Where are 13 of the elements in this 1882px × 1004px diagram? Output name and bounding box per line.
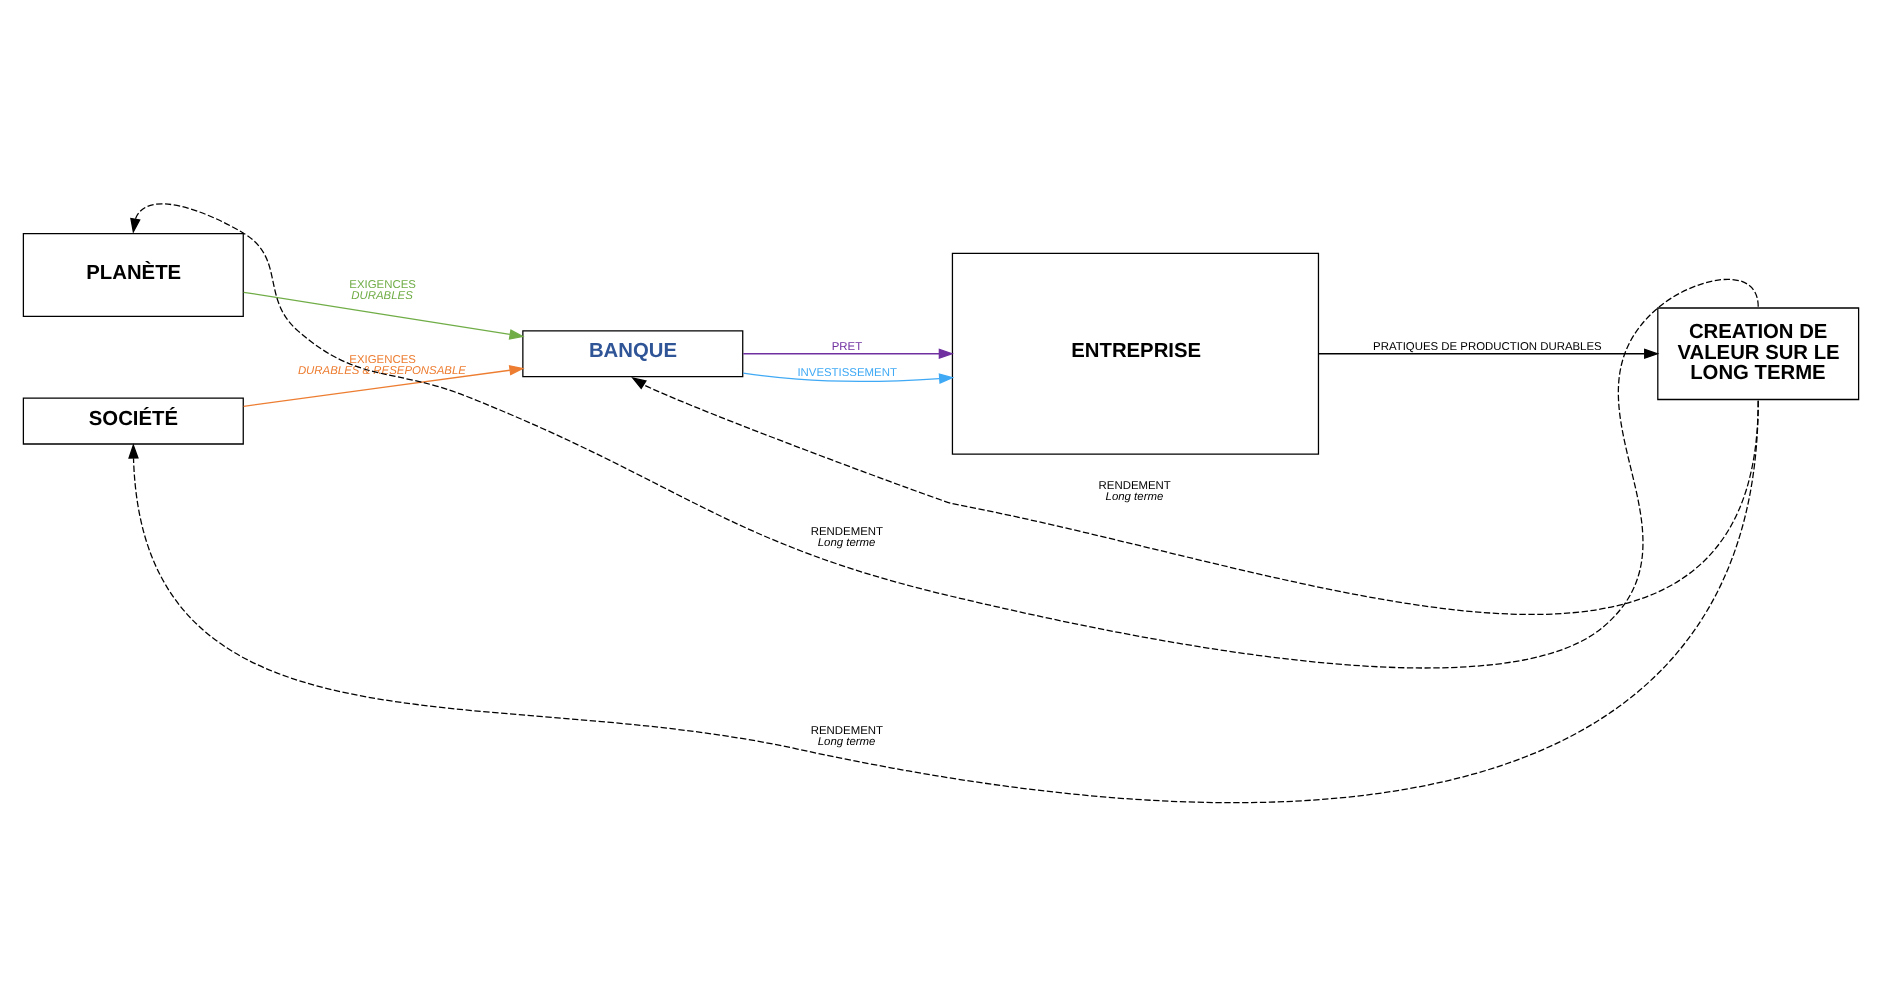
arrow: [243, 290, 525, 339]
arrow: [1318, 347, 1660, 359]
arrow: [128, 399, 1759, 803]
node-box: ENTREPRISE: [951, 251, 1320, 454]
arrow: [130, 202, 1759, 668]
arrow: [631, 375, 1759, 614]
node-box: SOCIÉTÉ: [22, 396, 244, 444]
arrow: [742, 371, 955, 383]
node-box: CREATION DE VALEUR SUR LE LONG TERME: [1657, 306, 1860, 400]
node-box: BANQUE: [522, 329, 744, 377]
arrow: [742, 347, 954, 359]
node-box: PLANÈTE: [22, 232, 244, 316]
arrow: [243, 364, 525, 406]
